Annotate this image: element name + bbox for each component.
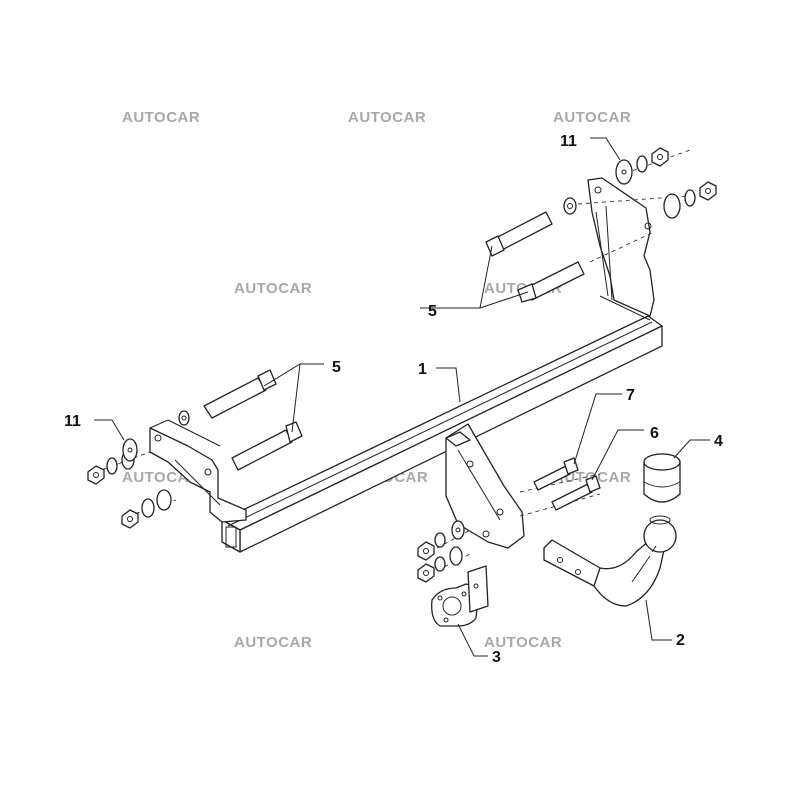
watermark: AUTOCAR <box>484 634 562 651</box>
tow-ball <box>643 515 677 553</box>
left-bracket <box>149 419 247 523</box>
callout-2: 2 <box>676 632 685 649</box>
leader-lines <box>94 137 710 657</box>
bolt-set-left <box>178 369 303 471</box>
socket-plate <box>431 565 489 627</box>
callout-6: 6 <box>650 425 659 442</box>
callouts: 1 2 3 4 5 5 6 7 11 11 <box>64 133 723 666</box>
callout-11-left: 11 <box>64 413 81 430</box>
hardware-center <box>417 520 465 583</box>
bolt-set-top <box>485 197 585 303</box>
callout-1: 1 <box>418 361 427 378</box>
watermark: AUTOCAR <box>122 109 200 126</box>
callout-3: 3 <box>492 649 501 666</box>
hardware-left <box>87 438 172 529</box>
center-mount-plate <box>445 423 525 549</box>
watermark: AUTOCAR <box>553 109 631 126</box>
callout-7: 7 <box>626 387 635 404</box>
watermark: AUTOCAR <box>234 634 312 651</box>
callout-5-left: 5 <box>332 359 341 376</box>
bolt-6 <box>551 475 601 511</box>
watermark: AUTOCAR <box>234 280 312 297</box>
watermark: AUTOCAR <box>348 109 426 126</box>
cross-beam <box>221 295 663 553</box>
callout-5-top: 5 <box>428 303 437 320</box>
hardware-top-right <box>615 147 717 219</box>
ball-cover <box>643 453 681 503</box>
callout-4: 4 <box>714 433 723 450</box>
callout-11-top: 11 <box>560 133 577 150</box>
tow-ball-neck <box>543 539 665 607</box>
